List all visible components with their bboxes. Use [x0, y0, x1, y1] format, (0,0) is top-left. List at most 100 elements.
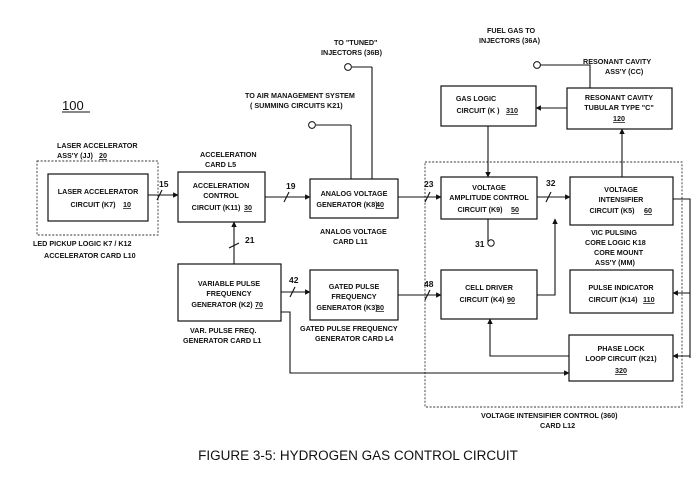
- svg-text:RESONANT CAVITY: RESONANT CAVITY: [585, 93, 653, 102]
- svg-text:TUBULAR TYPE "C": TUBULAR TYPE "C": [584, 103, 654, 112]
- svg-text:GENERATOR (K3): GENERATOR (K3): [316, 303, 378, 312]
- block-analog-voltage-generator: ANALOG VOLTAGE GENERATOR (K8) 40: [309, 178, 399, 219]
- svg-text:FREQUENCY: FREQUENCY: [206, 289, 251, 298]
- svg-text:ANALOG VOLTAGE: ANALOG VOLTAGE: [321, 189, 388, 198]
- label-vic-pulsing-1: VIC PULSING: [591, 228, 637, 237]
- label-tuned-injectors-1: TO "TUNED": [334, 38, 377, 47]
- block-cell-driver: CELL DRIVER CIRCUIT (K4) 90: [440, 269, 538, 320]
- slash-48: [424, 289, 431, 301]
- label-laser-assy-num: 20: [99, 151, 107, 160]
- svg-text:PHASE LOCK: PHASE LOCK: [597, 344, 645, 353]
- wire-vi-to-right-bus: [673, 198, 691, 358]
- svg-text:60: 60: [644, 206, 652, 215]
- voltage-intensifier-control-outline: [424, 161, 683, 408]
- svg-text:110: 110: [643, 295, 655, 304]
- svg-text:90: 90: [507, 295, 515, 304]
- svg-text:120: 120: [613, 114, 625, 123]
- svg-text:CIRCUIT (K5): CIRCUIT (K5): [589, 206, 635, 215]
- signal-19: 19: [286, 181, 296, 191]
- block-voltage-amplitude-control: VOLTAGE AMPLITUDE CONTROL CIRCUIT (K9) 5…: [440, 176, 538, 220]
- signal-15: 15: [159, 179, 169, 189]
- signal-32: 32: [546, 178, 556, 188]
- label-vic-control-2: CARD L12: [540, 421, 575, 430]
- block-laser-accelerator: LASER ACCELERATOR CIRCUIT (K7) 10: [47, 173, 149, 222]
- signal-23: 23: [424, 179, 434, 189]
- wire-phase-to-cell: [487, 318, 569, 357]
- label-var-pulse-card-2: GENERATOR CARD L1: [183, 336, 261, 345]
- svg-text:CONTROL: CONTROL: [203, 191, 239, 200]
- svg-text:70: 70: [255, 300, 263, 309]
- svg-text:CIRCUIT (K ): CIRCUIT (K ): [456, 106, 500, 115]
- label-accelerator-card: ACCELERATOR CARD L10: [44, 251, 136, 260]
- slash-42: [289, 286, 296, 298]
- svg-text:CIRCUIT (K14): CIRCUIT (K14): [588, 295, 638, 304]
- label-acceleration-card-2: CARD L5: [205, 160, 236, 169]
- wire-varpulse-to-phaselock: [281, 311, 570, 376]
- label-resonant-assy-1: RESONANT CAVITY: [583, 57, 651, 66]
- svg-text:GENERATOR (K2): GENERATOR (K2): [191, 300, 253, 309]
- svg-text:40: 40: [376, 200, 384, 209]
- label-core-mount-1: CORE MOUNT: [594, 248, 644, 257]
- label-resonant-assy-2: ASS'Y (CC): [605, 67, 644, 76]
- svg-text:AMPLITUDE CONTROL: AMPLITUDE CONTROL: [449, 193, 529, 202]
- svg-text:INTENSIFIER: INTENSIFIER: [599, 195, 645, 204]
- label-laser-assy-2: ASS'Y (JJ): [57, 151, 94, 160]
- svg-text:CELL DRIVER: CELL DRIVER: [465, 283, 514, 292]
- svg-text:GATED PULSE: GATED PULSE: [329, 282, 380, 291]
- signal-42: 42: [289, 275, 299, 285]
- block-voltage-intensifier: VOLTAGE INTENSIFIER CIRCUIT (K5) 60: [569, 176, 674, 226]
- label-gated-card-1: GATED PULSE FREQUENCY: [300, 324, 398, 333]
- svg-text:10: 10: [123, 200, 131, 209]
- svg-text:320: 320: [615, 366, 627, 375]
- svg-text:CIRCUIT (K4): CIRCUIT (K4): [459, 295, 505, 304]
- terminal-air-management: [308, 121, 316, 129]
- terminal-31: [487, 239, 495, 247]
- wire-cell-to-vac: [537, 218, 558, 296]
- slash-32: [545, 191, 552, 203]
- label-laser-assy-1: LASER ACCELERATOR: [57, 141, 138, 150]
- block-gas-logic: GAS LOGIC CIRCUIT (K ) 310: [440, 85, 537, 127]
- svg-text:VOLTAGE: VOLTAGE: [604, 185, 638, 194]
- figure-number: 100: [62, 98, 84, 113]
- terminal-fuel-gas: [533, 61, 541, 69]
- label-acceleration-card-1: ACCELERATION: [200, 150, 257, 159]
- slash-15: [156, 189, 163, 201]
- block-acceleration-control: ACCELERATION CONTROL CIRCUIT (K11) 30: [177, 171, 266, 223]
- block-variable-pulse-generator: VARIABLE PULSE FREQUENCY GENERATOR (K2) …: [177, 263, 282, 322]
- label-fuel-gas-1: FUEL GAS TO: [487, 26, 535, 35]
- label-core-mount-2: ASS'Y (MM): [595, 258, 636, 267]
- svg-text:310: 310: [506, 106, 518, 115]
- svg-text:CIRCUIT (K7): CIRCUIT (K7): [70, 200, 116, 209]
- laser-assembly-outline: [36, 160, 159, 236]
- svg-text:LASER ACCELERATOR: LASER ACCELERATOR: [58, 187, 139, 196]
- label-vic-control-1: VOLTAGE INTENSIFIER CONTROL (360): [481, 411, 618, 420]
- svg-text:LOOP CIRCUIT (K21): LOOP CIRCUIT (K21): [585, 354, 657, 363]
- label-air-management-1: TO AIR MANAGEMENT SYSTEM: [245, 91, 355, 100]
- label-tuned-injectors-2: INJECTORS (36B): [321, 48, 383, 57]
- label-led-pickup: LED PICKUP LOGIC K7 / K12: [33, 239, 132, 248]
- svg-text:VARIABLE PULSE: VARIABLE PULSE: [198, 279, 260, 288]
- svg-text:FREQUENCY: FREQUENCY: [331, 292, 376, 301]
- signal-31: 31: [475, 239, 485, 249]
- svg-text:ACCELERATION: ACCELERATION: [193, 181, 250, 190]
- svg-text:VOLTAGE: VOLTAGE: [472, 183, 506, 192]
- slash-19: [283, 191, 290, 203]
- svg-text:GAS LOGIC: GAS LOGIC: [456, 94, 496, 103]
- label-analog-card-2: CARD L11: [333, 237, 368, 246]
- wire-to-fuel-gas: [540, 64, 591, 88]
- label-vic-pulsing-2: CORE LOGIC K18: [585, 238, 646, 247]
- signal-48: 48: [424, 279, 434, 289]
- block-pulse-indicator: PULSE INDICATOR CIRCUIT (K14) 110: [569, 269, 674, 314]
- svg-text:CIRCUIT (K9): CIRCUIT (K9): [457, 205, 503, 214]
- svg-text:50: 50: [511, 205, 519, 214]
- terminal-tuned-injectors: [344, 63, 352, 71]
- block-gated-pulse-generator: GATED PULSE FREQUENCY GENERATOR (K3) 80: [309, 269, 399, 321]
- slash-21: [228, 242, 240, 249]
- svg-text:80: 80: [376, 303, 384, 312]
- block-phase-lock-loop: PHASE LOCK LOOP CIRCUIT (K21) 320: [568, 334, 674, 382]
- label-analog-card-1: ANALOG VOLTAGE: [320, 227, 387, 236]
- svg-text:CIRCUIT (K11): CIRCUIT (K11): [192, 203, 241, 212]
- label-fuel-gas-2: INJECTORS (36A): [479, 36, 541, 45]
- svg-text:PULSE INDICATOR: PULSE INDICATOR: [588, 283, 654, 292]
